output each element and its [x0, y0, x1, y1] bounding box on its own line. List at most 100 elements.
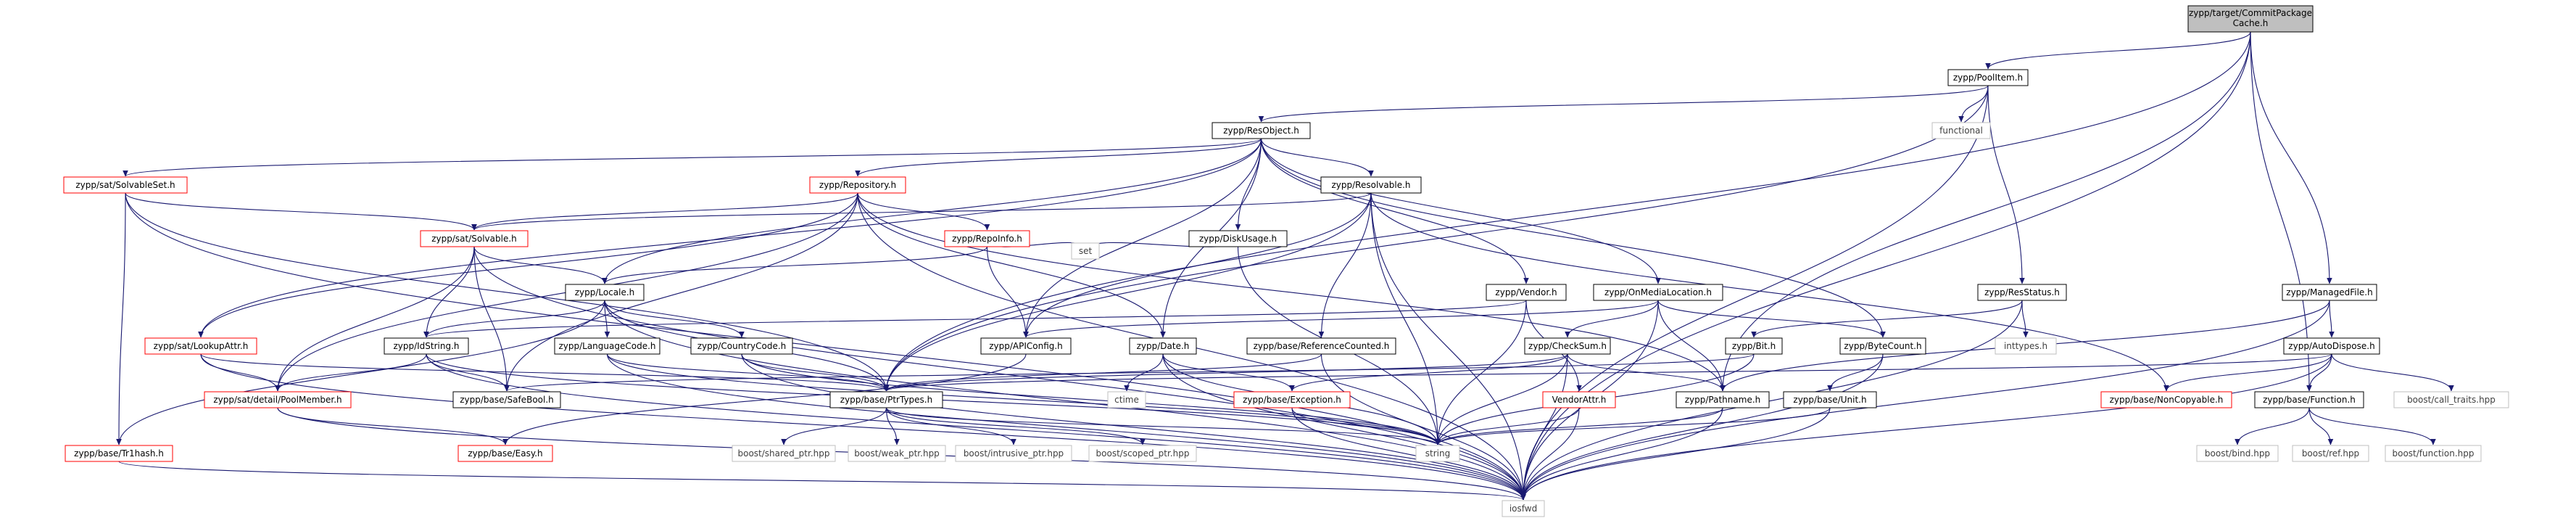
- node-label-calltraits: boost/call_traits.hpp: [2407, 395, 2496, 405]
- edge-repoinfo-to-locale: [605, 246, 988, 284]
- node-string: string: [1415, 445, 1460, 462]
- node-label-pathname: zypp/Pathname.h: [1685, 395, 1761, 405]
- node-refcounted[interactable]: zypp/base/ReferenceCounted.h: [1246, 337, 1396, 355]
- node-weakptr: boost/weak_ptr.hpp: [848, 445, 946, 462]
- node-box-countrycode: [690, 337, 793, 355]
- edge-resobject-to-onmedialocation: [1260, 138, 1659, 284]
- node-resobject[interactable]: zypp/ResObject.h: [1212, 122, 1311, 139]
- edges-layer: [119, 31, 2451, 500]
- edge-refcounted-to-iosfwd: [1320, 353, 1524, 500]
- node-resstatus[interactable]: zypp/ResStatus.h: [1977, 284, 2067, 301]
- node-functional: functional: [1931, 122, 1991, 139]
- node-box-locale: [565, 284, 645, 301]
- node-box-repoinfo: [944, 230, 1030, 247]
- node-ptrtypes[interactable]: zypp/base/PtrTypes.h: [829, 391, 943, 408]
- node-sharedptr: boost/shared_ptr.hpp: [732, 445, 836, 462]
- node-box-poolitem: [1947, 69, 2029, 86]
- node-label-root: zypp/target/CommitPackage: [2189, 8, 2312, 18]
- node-box-weakptr: [848, 445, 946, 462]
- edge-root-to-pathname: [1723, 31, 2251, 391]
- node-date[interactable]: zypp/Date.h: [1129, 337, 1197, 355]
- edge-autodispose-to-ptrtypes: [887, 353, 2332, 391]
- node-box-repository: [809, 176, 906, 194]
- node-label-intrusiveptr: boost/intrusive_ptr.hpp: [964, 448, 1064, 459]
- node-onmedialocation[interactable]: zypp/OnMediaLocation.h: [1593, 284, 1723, 301]
- node-label-resobject: zypp/ResObject.h: [1223, 126, 1299, 136]
- node-label-root: Cache.h: [2233, 18, 2269, 28]
- node-vendor[interactable]: zypp/Vendor.h: [1486, 284, 1567, 301]
- edge-resolvable-to-ptrtypes: [887, 192, 1372, 391]
- node-poolitem[interactable]: zypp/PoolItem.h: [1947, 69, 2029, 86]
- node-label-weakptr: boost/weak_ptr.hpp: [854, 448, 940, 459]
- edge-locale-to-trhash: [119, 300, 605, 445]
- edge-resstatus-to-iosfwd: [1523, 300, 2023, 500]
- node-countrycode[interactable]: zypp/CountryCode.h: [690, 337, 793, 355]
- edge-poolmember-to-easy: [277, 407, 505, 445]
- edge-autodispose-to-function: [2309, 353, 2332, 391]
- edge-root-to-iosfwd: [1523, 31, 2251, 500]
- edge-countrycode-to-string: [741, 353, 1438, 445]
- node-box-languagecode: [554, 337, 660, 355]
- node-languagecode[interactable]: zypp/LanguageCode.h: [554, 337, 660, 355]
- edge-repository-to-date: [857, 192, 1163, 337]
- node-lookupattr: zypp/sat/LookupAttr.h: [144, 337, 257, 355]
- node-box-easy: [457, 445, 553, 462]
- edge-idstring-to-poolmember: [278, 353, 427, 391]
- node-diskusage[interactable]: zypp/DiskUsage.h: [1188, 230, 1288, 247]
- node-bit[interactable]: zypp/Bit.h: [1725, 337, 1783, 355]
- node-box-lookupattr: [144, 337, 257, 355]
- edge-refcounted-to-ptrtypes: [887, 353, 1322, 391]
- edge-apiconfig-to-easy: [505, 353, 1027, 445]
- node-label-ctime: ctime: [1114, 395, 1139, 405]
- edge-repository-to-pathname: [857, 192, 1723, 391]
- node-box-diskusage: [1188, 230, 1288, 247]
- node-locale[interactable]: zypp/Locale.h: [565, 284, 645, 301]
- node-pathname[interactable]: zypp/Pathname.h: [1676, 391, 1770, 408]
- edge-solvableset-to-iosfwd: [125, 192, 1523, 500]
- node-autodispose[interactable]: zypp/AutoDispose.h: [2283, 337, 2380, 355]
- node-easy: zypp/base/Easy.h: [457, 445, 553, 462]
- node-label-repoinfo: zypp/RepoInfo.h: [952, 234, 1022, 244]
- node-managedfile[interactable]: zypp/ManagedFile.h: [2282, 284, 2377, 301]
- node-box-boostfunction: [2385, 445, 2482, 462]
- node-repository: zypp/Repository.h: [809, 176, 906, 194]
- node-label-repository: zypp/Repository.h: [819, 180, 896, 190]
- edge-function-to-boostref: [2308, 407, 2331, 445]
- edge-solvableset-to-ptrtypes: [125, 192, 887, 391]
- node-unit[interactable]: zypp/base/Unit.h: [1783, 391, 1877, 408]
- node-box-resolvable: [1320, 176, 1422, 194]
- node-safebool[interactable]: zypp/base/SafeBool.h: [452, 391, 561, 408]
- node-box-safebool: [452, 391, 561, 408]
- node-idstring[interactable]: zypp/IdString.h: [384, 337, 469, 355]
- edge-managedfile-to-autodispose: [2329, 300, 2332, 337]
- node-scopedptr: boost/scoped_ptr.hpp: [1088, 445, 1197, 462]
- node-label-trhash: zypp/base/Tr1hash.h: [74, 448, 164, 459]
- node-label-boostref: boost/ref.hpp: [2302, 448, 2359, 459]
- node-label-countrycode: zypp/CountryCode.h: [697, 341, 787, 351]
- node-resolvable[interactable]: zypp/Resolvable.h: [1320, 176, 1422, 194]
- edge-resobject-to-diskusage: [1238, 138, 1262, 230]
- node-set: set: [1071, 242, 1100, 260]
- edge-repoinfo-to-apiconfig: [986, 246, 1027, 337]
- node-intrusiveptr: boost/intrusive_ptr.hpp: [955, 445, 1072, 462]
- node-apiconfig[interactable]: zypp/APIConfig.h: [980, 337, 1072, 355]
- node-label-scopedptr: boost/scoped_ptr.hpp: [1096, 448, 1190, 459]
- node-box-string: [1415, 445, 1460, 462]
- edge-bit-to-safebool: [507, 353, 1755, 391]
- node-boostbind: boost/bind.hpp: [2196, 445, 2279, 462]
- edge-unit-to-iosfwd: [1523, 407, 1831, 500]
- edge-pathname-to-iosfwd: [1523, 407, 1723, 500]
- node-function[interactable]: zypp/base/Function.h: [2254, 391, 2364, 408]
- edge-ptrtypes-to-intrusiveptr: [885, 407, 1014, 445]
- edge-poolitem-to-iosfwd: [1523, 85, 1989, 500]
- node-bytecount[interactable]: zypp/ByteCount.h: [1839, 337, 1926, 355]
- edge-function-to-boostbind: [2237, 407, 2310, 445]
- node-label-safebool: zypp/base/SafeBool.h: [460, 395, 554, 405]
- edge-resobject-to-vendor: [1260, 138, 1527, 284]
- node-inttypes: inttypes.h: [1995, 337, 2057, 355]
- node-boostref: boost/ref.hpp: [2292, 445, 2369, 462]
- node-checksum[interactable]: zypp/CheckSum.h: [1524, 337, 1611, 355]
